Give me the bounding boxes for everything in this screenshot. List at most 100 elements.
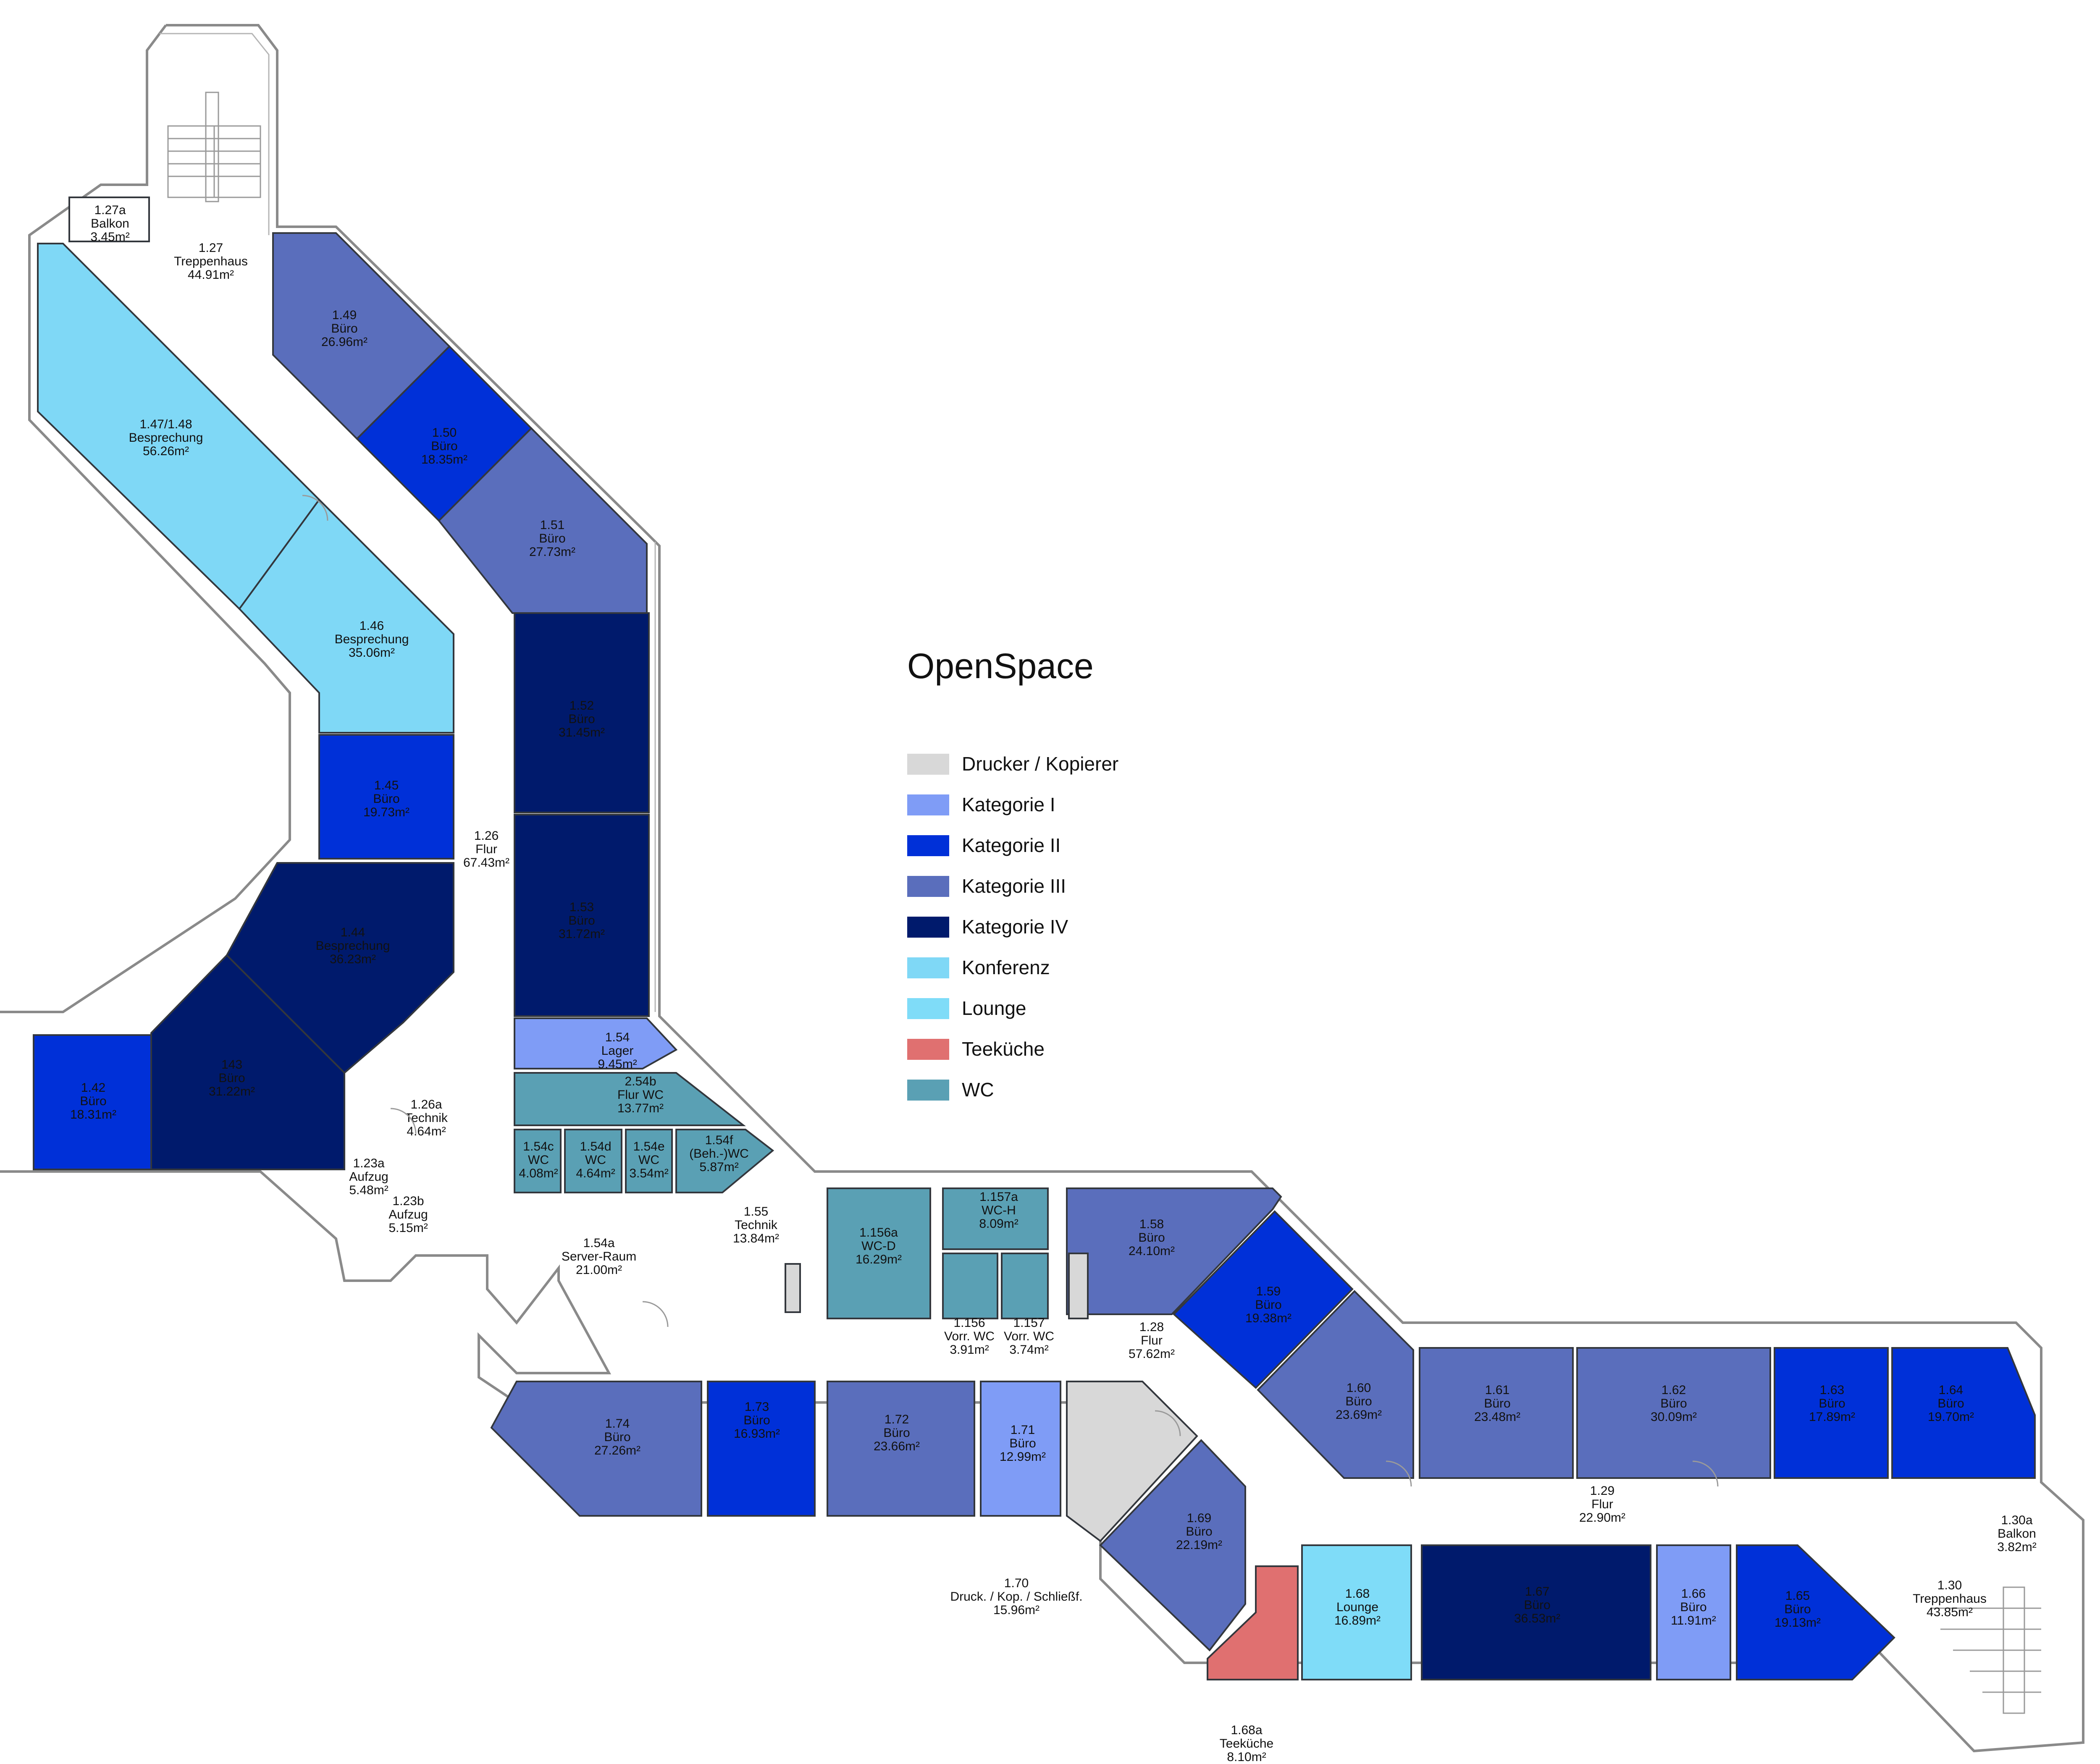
room-1-53-shape[interactable]: [514, 814, 650, 1017]
room-label-line: 23.48m²: [1474, 1410, 1520, 1424]
room-label-line: 43.85m²: [1927, 1605, 1973, 1619]
room-1-52-shape[interactable]: [514, 612, 650, 813]
room-label-line: 1.72: [885, 1413, 909, 1426]
room-143-shape[interactable]: [150, 954, 345, 1170]
room-label-line: 1.23b: [392, 1194, 424, 1208]
room-1-71-shape[interactable]: [980, 1381, 1061, 1517]
room-1-54f-shape[interactable]: [675, 1129, 774, 1193]
room-1-54c-shape[interactable]: [514, 1129, 562, 1193]
room-1-64-shape[interactable]: [1891, 1347, 2036, 1479]
room-label-line: Büro: [1937, 1397, 1964, 1410]
room-1-156-shape[interactable]: [942, 1253, 998, 1319]
legend-swatch: [907, 835, 949, 856]
room-1-74-shape[interactable]: [490, 1381, 702, 1517]
room-2-54b-shape[interactable]: [514, 1072, 746, 1126]
room-1-54d-shape[interactable]: [564, 1129, 622, 1193]
legend-label: Kategorie II: [962, 834, 1060, 856]
room-label-line: 24.10m²: [1129, 1244, 1175, 1258]
room-1-157-shape[interactable]: [1001, 1253, 1049, 1319]
room-label-line: WC-H: [982, 1203, 1016, 1217]
room-label-line: Büro: [218, 1071, 245, 1085]
room-label-line: 1.54a: [583, 1236, 614, 1250]
room-1-156a-shape[interactable]: [827, 1187, 931, 1319]
room-label-line: Büro: [331, 322, 357, 336]
room-label-line: 12.99m²: [1000, 1450, 1046, 1464]
room-label-line: 19.38m²: [1245, 1311, 1292, 1325]
room-label-line: 1.63: [1820, 1383, 1844, 1397]
room-1-60-shape[interactable]: [1257, 1290, 1414, 1479]
room-1-70-area-shape[interactable]: [1066, 1381, 1198, 1542]
room-label-line: 1.66: [1681, 1587, 1706, 1601]
room-label-line: (Beh.-)WC: [689, 1147, 749, 1161]
room-1-45-shape[interactable]: [318, 734, 454, 860]
legend-label: Konferenz: [962, 957, 1050, 978]
room-label-line: 36.23m²: [330, 952, 376, 966]
room-1-73-shape[interactable]: [707, 1381, 816, 1517]
room-label-line: Technik: [405, 1111, 448, 1125]
room-1-157a-shape[interactable]: [942, 1187, 1049, 1250]
room-1-54-shape[interactable]: [514, 1017, 678, 1069]
room-label-line: 1.61: [1485, 1383, 1509, 1397]
legend-swatch: [907, 794, 949, 815]
room-label-line: 31.45m²: [559, 726, 605, 739]
room-1-46-shape[interactable]: [238, 498, 454, 734]
room-1-66-shape[interactable]: [1656, 1544, 1731, 1680]
room-label-line: 1.67: [1525, 1585, 1549, 1599]
legend-label: Drucker / Kopierer: [962, 753, 1118, 775]
room-label-line: Flur: [475, 842, 497, 856]
room-1-67-shape[interactable]: [1421, 1544, 1651, 1680]
room-1-62-shape[interactable]: [1576, 1347, 1771, 1479]
room-label-line: 1.73: [745, 1400, 769, 1414]
room-1-63-shape[interactable]: [1774, 1347, 1889, 1479]
room-1-59-shape[interactable]: [1173, 1210, 1354, 1389]
room-label-line: 19.70m²: [1928, 1410, 1974, 1424]
room-label-line: Balkon: [1998, 1527, 2036, 1541]
room-1-72-shape[interactable]: [827, 1381, 975, 1517]
room-label-line: Büro: [883, 1426, 910, 1440]
room-label-line: 31.22m²: [209, 1085, 255, 1098]
room-label-line: Druck. / Kop. / Schließf.: [950, 1590, 1082, 1604]
room-label-line: 1.46: [360, 619, 384, 633]
room-label-line: 1.68a: [1231, 1723, 1262, 1737]
room-1-27a-shape[interactable]: [68, 197, 150, 242]
room-label-line: 23.69m²: [1336, 1408, 1382, 1422]
room-label-line: 1.50: [432, 426, 457, 440]
room-label-line: 1.27a: [94, 203, 126, 217]
room-1-68a-area-shape[interactable]: [1207, 1565, 1299, 1680]
room-label-line: 1.69: [1187, 1511, 1211, 1525]
room-1-68-shape[interactable]: [1301, 1544, 1412, 1680]
room-label-line: 1.23a: [353, 1156, 384, 1170]
room-label-line: 23.66m²: [874, 1439, 920, 1453]
room-1-65-shape[interactable]: [1736, 1544, 1895, 1680]
room-1-69-shape[interactable]: [1099, 1439, 1246, 1651]
room-label-line: 3.45m²: [90, 230, 129, 244]
room-label-line: 1.64: [1939, 1383, 1963, 1397]
room-1-58-shape[interactable]: [1066, 1187, 1282, 1315]
room-label-line: 1.54e: [633, 1140, 664, 1153]
room-label-line: 1.26: [474, 829, 499, 843]
room-label-line: 17.89m²: [1809, 1410, 1855, 1424]
room-label-line: 8.10m²: [1227, 1750, 1266, 1764]
room-drucker-a-shape[interactable]: [785, 1263, 801, 1313]
room-drucker-b-shape[interactable]: [1068, 1253, 1089, 1319]
room-1-61-shape[interactable]: [1419, 1347, 1574, 1479]
room-label-line: 1.59: [1256, 1284, 1281, 1298]
room-1-54e-shape[interactable]: [625, 1129, 673, 1193]
room-label-line: Flur: [1141, 1334, 1163, 1347]
